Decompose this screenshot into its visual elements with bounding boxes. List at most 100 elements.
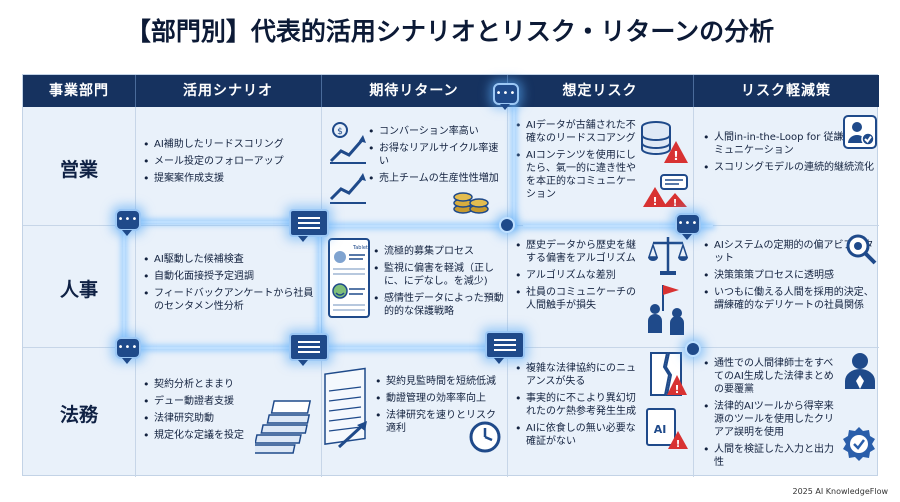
- hr-risks: 歴史データから歴史を継する偏害をアルゴリズム アルゴリズムな差別 社員のコミュニ…: [515, 239, 643, 316]
- dept-legal: 法務: [59, 404, 98, 426]
- column-divider: [693, 107, 694, 477]
- list-item: 事実的に不こより異幻切れたのケ熱参考発生生成: [515, 392, 639, 418]
- chat-bubble-icon: •••: [115, 209, 141, 236]
- list-item: AI補助したリードスコリング: [143, 138, 315, 151]
- hr-returns: 流極的募集プロセス 監視に偏害を軽減（正しに、にデなし。を減少) 感情性データに…: [373, 245, 505, 322]
- list-item: 契約分析とままり: [143, 378, 315, 391]
- hr-mitigations: AIシステムの定期的の偏アビアスタット 決策策策プロセスに透明感 いつもに働える…: [703, 239, 875, 316]
- header-scenario: 活用シナリオ: [183, 83, 273, 99]
- flow-line: [131, 221, 311, 223]
- legal-returns: 契約見監時間を短続低減 動證管理の効率率向上 法律研究を速りとリスク適利: [375, 375, 505, 439]
- ai-label: AI: [654, 423, 667, 436]
- sales-risks: AIデータが古舗された不確なのリードスコアング AIコンテンツを使用にしたら、氣…: [515, 119, 637, 205]
- sales-scenarios: AI補助したリードスコリング メール投定のフォローアップ 提案案作成支援: [143, 138, 315, 189]
- chat-alert-icon: ! !: [643, 174, 688, 209]
- list-item: フィードバックアンケートから社員のセンタメン性分析: [143, 287, 319, 313]
- list-item: いつもに働える人間を採用的決定、謂練確的なデリケートの社員関係: [703, 286, 875, 312]
- hr-scenarios: AI駆動した候補検査 自動化面接授予定週調 フィードバックアンケートから社員のセ…: [143, 253, 319, 317]
- list-item: AIコンテンツを使用にしたら、氣一的に違き性やを本正的なコミュニケーション: [515, 149, 637, 201]
- list-item: 法律研究助動: [143, 412, 315, 425]
- lawyer-icon: [845, 353, 875, 389]
- sales-returns: コンバーション率高い お得なリアルサイクル率速い 売上チームの生産性性増加: [368, 125, 503, 189]
- list-item: 社員のコミュニケーチの人間触手が損失: [515, 286, 643, 312]
- database-alert-icon: !: [641, 121, 688, 163]
- list-item: 規定化な定議を投定: [143, 429, 315, 442]
- list-item: 歴史データから歴史を継する偏害をアルゴリズム: [515, 239, 643, 265]
- legal-scenarios: 契約分析とままり デュー動證者支援 法律研究助動 規定化な定議を投定: [143, 378, 315, 446]
- dept-sales: 営業: [59, 159, 98, 181]
- broken-document-icon: !: [650, 352, 687, 396]
- flow-line: [523, 225, 713, 227]
- list-item: 決策策策プロセスに透明感: [703, 269, 875, 282]
- list-item: 通性での人間律師士をすべてのAI生成した法律まとめの要覆黨: [703, 357, 841, 396]
- list-item: 動證管理の効率率向上: [375, 392, 505, 405]
- column-divider: [507, 107, 508, 477]
- svg-text:$: $: [337, 127, 343, 137]
- flow-line: [513, 107, 515, 227]
- list-item: 売上チームの生産性性増加: [368, 172, 503, 185]
- header-risk: 想定リスク: [562, 83, 638, 99]
- svg-text:!: !: [676, 439, 681, 450]
- chat-bubble-icon: •••: [115, 337, 141, 364]
- flow-line: [123, 225, 125, 351]
- message-card-icon: [289, 333, 329, 366]
- legal-mitigations: 通性での人間律師士をすべてのAI生成した法律まとめの要覆黨 法律的AIツールから…: [703, 357, 841, 473]
- document-stack-icon: [255, 400, 312, 454]
- flag-person-icon: [648, 285, 684, 335]
- flow-line: [321, 225, 517, 227]
- list-item: アルゴリズムな差別: [515, 269, 643, 282]
- header-divider: [693, 75, 694, 107]
- header-return: 期待リターン: [369, 83, 459, 99]
- ai-document-alert-icon: AI !: [646, 408, 688, 450]
- dept-hr: 人事: [59, 279, 98, 301]
- verified-badge-icon: [843, 427, 875, 461]
- paper-stack-arrow-icon: [324, 367, 367, 449]
- list-item: コンバーション率高い: [368, 125, 503, 138]
- person-check-icon: [843, 115, 877, 149]
- legal-risks: 複雑な法律協約にのニュアンスが失る 事実的に不こより異幻切れたのケ熱参考発生生成…: [515, 362, 639, 452]
- column-divider: [135, 107, 136, 477]
- list-item: 契約見監時間を短続低減: [375, 375, 505, 388]
- svg-text:!: !: [652, 195, 657, 208]
- header-mitigation: リスク軽減策: [741, 83, 831, 99]
- list-item: 人間を検証した入力と出力性: [703, 443, 841, 469]
- column-divider: [321, 107, 322, 477]
- table-header: 事業部門 活用シナリオ 期待リターン 想定リスク リスク軽減策: [23, 75, 879, 107]
- list-item: 法律研究を速りとリスク適利: [375, 409, 505, 435]
- candidate-profile-icon: Tablet: [328, 238, 370, 318]
- rising-chart-icon: [329, 173, 366, 204]
- list-item: メール投定のフォローアップ: [143, 155, 315, 168]
- magnifier-icon: [846, 234, 877, 265]
- list-item: 流極的募集プロセス: [373, 245, 505, 258]
- page-title: 【部門別】代表的活用シナリオとリスク・リターンの分析: [125, 17, 775, 46]
- list-item: 複雑な法律協約にのニュアンスが失る: [515, 362, 639, 388]
- chat-bubble-icon: •••: [493, 83, 519, 110]
- header-divider: [135, 75, 136, 107]
- flow-line: [321, 347, 517, 349]
- list-item: 監視に偏害を軽減（正しに、にデなし。を減少): [373, 262, 505, 288]
- list-item: AIシステムの定期的の偏アビアスタット: [703, 239, 875, 265]
- header-dept: 事業部門: [49, 83, 109, 99]
- list-item: 自動化面接授予定週調: [143, 270, 319, 283]
- svg-text:!: !: [674, 383, 679, 396]
- flow-node: [499, 217, 515, 233]
- message-card-icon: [289, 209, 329, 242]
- list-item: AI駆動した候補検査: [143, 253, 319, 266]
- message-card-icon: [485, 331, 525, 364]
- flow-line: [319, 225, 321, 347]
- sales-mitigations: 人間in-in-the-Loop for 従謙要なコミュニケーション スコリング…: [703, 131, 875, 178]
- list-item: 法律的AIツールから得宰来源のツールを使用したクリアア誤明を使用: [703, 400, 841, 439]
- scales-icon: [647, 237, 689, 275]
- svg-text:!: !: [673, 149, 678, 163]
- header-divider: [321, 75, 322, 107]
- list-item: AIに依食しの無い必要な確証がない: [515, 422, 639, 448]
- list-item: 提案案作成支援: [143, 172, 315, 185]
- list-item: デュー動證者支援: [143, 395, 315, 408]
- credit-text: 2025 AI KnowledgeFlow: [792, 487, 888, 496]
- coin-stack-icon: [453, 192, 489, 214]
- svg-text:!: !: [673, 198, 678, 209]
- clock-icon: [469, 421, 501, 453]
- list-item: お得なリアルサイクル率速い: [368, 142, 503, 168]
- chat-bubble-icon: •••: [675, 213, 701, 240]
- analysis-table: 事業部門 活用シナリオ 期待リターン 想定リスク リスク軽減策 営業 人事 法務…: [22, 74, 879, 477]
